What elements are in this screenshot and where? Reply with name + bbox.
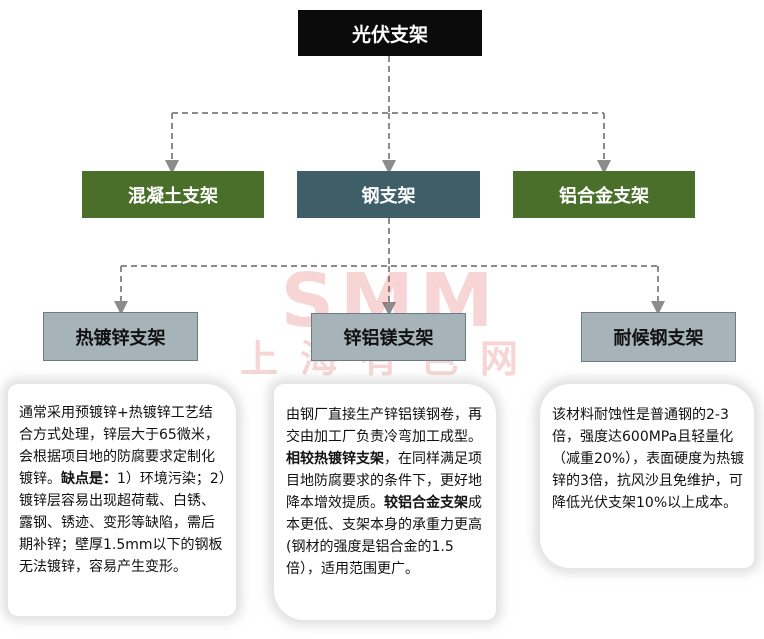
card-znalmg-text3: 成本更低、支架本身的承重力更高(钢材的强度是铝合金的1.5倍），适用范围更广。 (286, 495, 482, 577)
card-weathering-text1: 该材料耐蚀性是普通钢的2-3倍，强度达600MPa且轻量化（减重20%），表面硬… (552, 407, 745, 511)
node-hotdip-bracket: 热镀锌支架 (43, 312, 198, 361)
node-weathering-label: 耐候钢支架 (613, 328, 704, 349)
card-hotdip-text1: 通常采用预镀锌+热镀锌工艺结合方式处理，锌层大于65微米，会根据项目地的防腐要求… (19, 405, 219, 487)
node-concrete-label: 混凝土支架 (128, 185, 218, 207)
node-znalmg-label: 锌铝镁支架 (343, 328, 434, 349)
node-hotdip-label: 热镀锌支架 (75, 327, 166, 349)
node-znalmg-bracket: 锌铝镁支架 (311, 313, 466, 361)
node-concrete-bracket: 混凝土支架 (82, 171, 264, 218)
card-hotdip-bold1: 缺点是： (61, 471, 117, 487)
root-node-label: 光伏支架 (351, 23, 428, 46)
card-weathering-description: 该材料耐蚀性是普通钢的2-3倍，强度达600MPa且轻量化（减重20%），表面硬… (540, 384, 754, 568)
card-weathering-text: 该材料耐蚀性是普通钢的2-3倍，强度达600MPa且轻量化（减重20%），表面硬… (552, 404, 746, 514)
node-steel-bracket: 钢支架 (297, 171, 480, 218)
node-weathering-bracket: 耐候钢支架 (581, 312, 736, 362)
card-znalmg-text: 由钢厂直接生产锌铝镁钢卷，再交由加工厂负责冷弯加工成型。相较热镀锌支架，在同样满… (286, 404, 488, 580)
card-znalmg-bold1: 相较热镀锌支架 (286, 451, 384, 467)
card-hotdip-text: 通常采用预镀锌+热镀锌工艺结合方式处理，锌层大于65微米，会根据项目地的防腐要求… (19, 402, 226, 578)
node-aluminum-label: 铝合金支架 (559, 185, 649, 207)
root-node-pv-bracket: 光伏支架 (298, 10, 482, 56)
card-znalmg-text1: 由钢厂直接生产锌铝镁钢卷，再交由加工厂负责冷弯加工成型。 (286, 407, 482, 445)
node-steel-label: 钢支架 (361, 185, 416, 207)
node-aluminum-bracket: 铝合金支架 (513, 171, 695, 218)
card-znalmg-description: 由钢厂直接生产锌铝镁钢卷，再交由加工厂负责冷弯加工成型。相较热镀锌支架，在同样满… (274, 384, 496, 620)
card-hotdip-text2: 1）环境污染；2）镀锌层容易出现超荷载、白锈、露钢、锈迹、变形等缺陷，需后期补锌… (19, 471, 226, 575)
card-znalmg-bold2: 较铝合金支架 (384, 495, 468, 511)
card-hotdip-description: 通常采用预镀锌+热镀锌工艺结合方式处理，锌层大于65微米，会根据项目地的防腐要求… (8, 384, 236, 616)
card-znalmg-text2: ，在同样满足项目地防腐要求的条件下，更好地降本增效提质。 (286, 451, 482, 511)
